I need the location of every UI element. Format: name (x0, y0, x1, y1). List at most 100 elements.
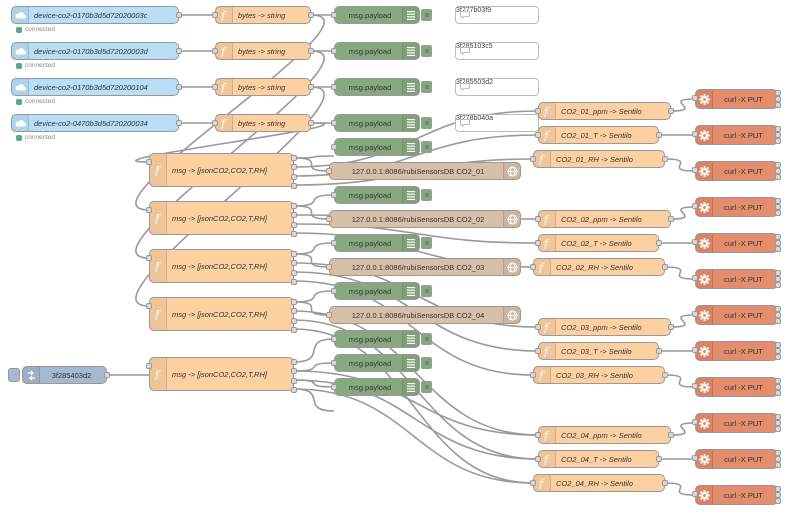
parser-function-output-port[interactable] (291, 368, 297, 375)
exec-output-port[interactable] (775, 450, 781, 456)
debug-node-input-port[interactable] (331, 384, 337, 390)
exec-output-port[interactable] (775, 234, 781, 240)
debug-node-toggle[interactable] (421, 117, 432, 129)
debug-node[interactable]: msg.payload (334, 354, 432, 372)
parser-function-output-port[interactable] (291, 173, 297, 180)
bytes-to-string-function-input-port[interactable] (212, 12, 218, 18)
debug-node-input-port[interactable] (331, 192, 337, 198)
parser-function-output-port[interactable] (291, 212, 297, 219)
debug-node[interactable]: msg.payload (334, 234, 432, 252)
debug-node-toggle[interactable] (421, 189, 432, 201)
sentilo-function-output-port[interactable] (662, 156, 668, 162)
mqtt-in-node-output-port[interactable] (176, 48, 182, 54)
sentilo-function-output-port[interactable] (662, 264, 668, 270)
debug-node[interactable]: msg.payload (334, 138, 432, 156)
debug-node-input-port[interactable] (331, 48, 337, 54)
exec-output-port[interactable] (775, 312, 781, 318)
parser-function-input-port[interactable] (146, 303, 152, 309)
debug-node-input-port[interactable] (331, 360, 337, 366)
exec-output-port[interactable] (775, 306, 781, 312)
bytes-to-string-function-input-port[interactable] (212, 120, 218, 126)
exec-curl-node-input-port[interactable] (692, 239, 698, 245)
sentilo-function-output-port[interactable] (668, 108, 674, 114)
exec-output-port[interactable] (775, 102, 781, 108)
exec-output-port[interactable] (775, 318, 781, 324)
exec-output-port[interactable] (775, 276, 781, 282)
exec-curl-node[interactable]: curl -X PUT (695, 233, 778, 253)
debug-node-toggle[interactable] (421, 237, 432, 249)
sentilo-function-input-port[interactable] (535, 456, 541, 462)
exec-output-port[interactable] (775, 198, 781, 204)
parser-function-output-port[interactable] (291, 164, 297, 171)
parser-function-output-port[interactable] (291, 221, 297, 228)
exec-curl-node[interactable]: curl -X PUT (695, 89, 778, 109)
exec-curl-node[interactable]: curl -X PUT (695, 413, 778, 433)
parser-function-output-port[interactable] (291, 359, 297, 365)
exec-curl-node[interactable]: curl -X PUT (695, 485, 778, 505)
exec-curl-node-input-port[interactable] (692, 419, 698, 425)
mqtt-in-node[interactable]: device-co2-0170b3d5d72020003c (11, 6, 179, 24)
inject-node-output-port[interactable] (104, 372, 110, 378)
exec-output-port[interactable] (775, 354, 781, 360)
sentilo-function-output-port[interactable] (656, 348, 662, 354)
exec-output-port[interactable] (775, 90, 781, 96)
debug-node-input-port[interactable] (331, 240, 337, 246)
exec-curl-node-input-port[interactable] (692, 275, 698, 281)
exec-curl-node[interactable]: curl -X PUT (695, 161, 778, 181)
parser-function-input-port[interactable] (146, 159, 152, 165)
mqtt-in-node-output-port[interactable] (176, 12, 182, 18)
debug-node[interactable]: msg.payload (334, 282, 432, 300)
sentilo-function-output-port[interactable] (656, 240, 662, 246)
debug-node[interactable]: msg.payload (334, 378, 432, 396)
sentilo-function-output-port[interactable] (668, 216, 674, 222)
http-request-node[interactable]: 127.0.0.1:8086/rubiSensorsDB CO2_03 (329, 258, 521, 276)
sentilo-function-input-port[interactable] (530, 264, 536, 270)
exec-output-port[interactable] (775, 390, 781, 396)
sentilo-function-input-port[interactable] (530, 372, 536, 378)
sentilo-function-input-port[interactable] (530, 480, 536, 486)
exec-output-port[interactable] (775, 162, 781, 168)
parser-function-input-port[interactable] (146, 255, 152, 261)
exec-curl-node[interactable]: curl -X PUT (695, 125, 778, 145)
exec-curl-node[interactable]: curl -X PUT (695, 305, 778, 325)
sentilo-function-input-port[interactable] (535, 240, 541, 246)
debug-node-toggle[interactable] (421, 285, 432, 297)
comment-node[interactable]: 3f277b03f9 (455, 6, 539, 24)
parser-function-output-port[interactable] (291, 251, 297, 257)
exec-curl-node-input-port[interactable] (692, 383, 698, 389)
http-request-node-input-port[interactable] (326, 264, 332, 270)
exec-curl-node-input-port[interactable] (692, 203, 698, 209)
exec-curl-node[interactable]: curl -X PUT (695, 269, 778, 289)
parser-function-output-port[interactable] (291, 299, 297, 305)
sentilo-function-output-port[interactable] (656, 456, 662, 462)
exec-output-port[interactable] (775, 378, 781, 384)
exec-output-port[interactable] (775, 486, 781, 492)
exec-output-port[interactable] (775, 282, 781, 288)
exec-curl-node-input-port[interactable] (692, 491, 698, 497)
inject-node[interactable]: 3f285403d2 (22, 366, 107, 384)
debug-node-input-port[interactable] (331, 120, 337, 126)
exec-output-port[interactable] (775, 210, 781, 216)
parser-function-output-port[interactable] (291, 317, 297, 324)
exec-curl-node-input-port[interactable] (692, 347, 698, 353)
parser-function-output-port[interactable] (291, 387, 297, 393)
sentilo-function-input-port[interactable] (535, 324, 541, 330)
parser-function-output-port[interactable] (291, 183, 297, 189)
exec-curl-node[interactable]: curl -X PUT (695, 197, 778, 217)
debug-node-toggle[interactable] (421, 9, 432, 21)
sentilo-function-output-port[interactable] (662, 480, 668, 486)
comment-node[interactable]: 3f285103c5 (455, 42, 539, 60)
debug-node[interactable]: msg.payload (334, 42, 432, 60)
parser-function-output-port[interactable] (291, 231, 297, 237)
exec-output-port[interactable] (775, 246, 781, 252)
parser-function-output-port[interactable] (291, 327, 297, 333)
bytes-to-string-function-output-port[interactable] (308, 48, 314, 54)
